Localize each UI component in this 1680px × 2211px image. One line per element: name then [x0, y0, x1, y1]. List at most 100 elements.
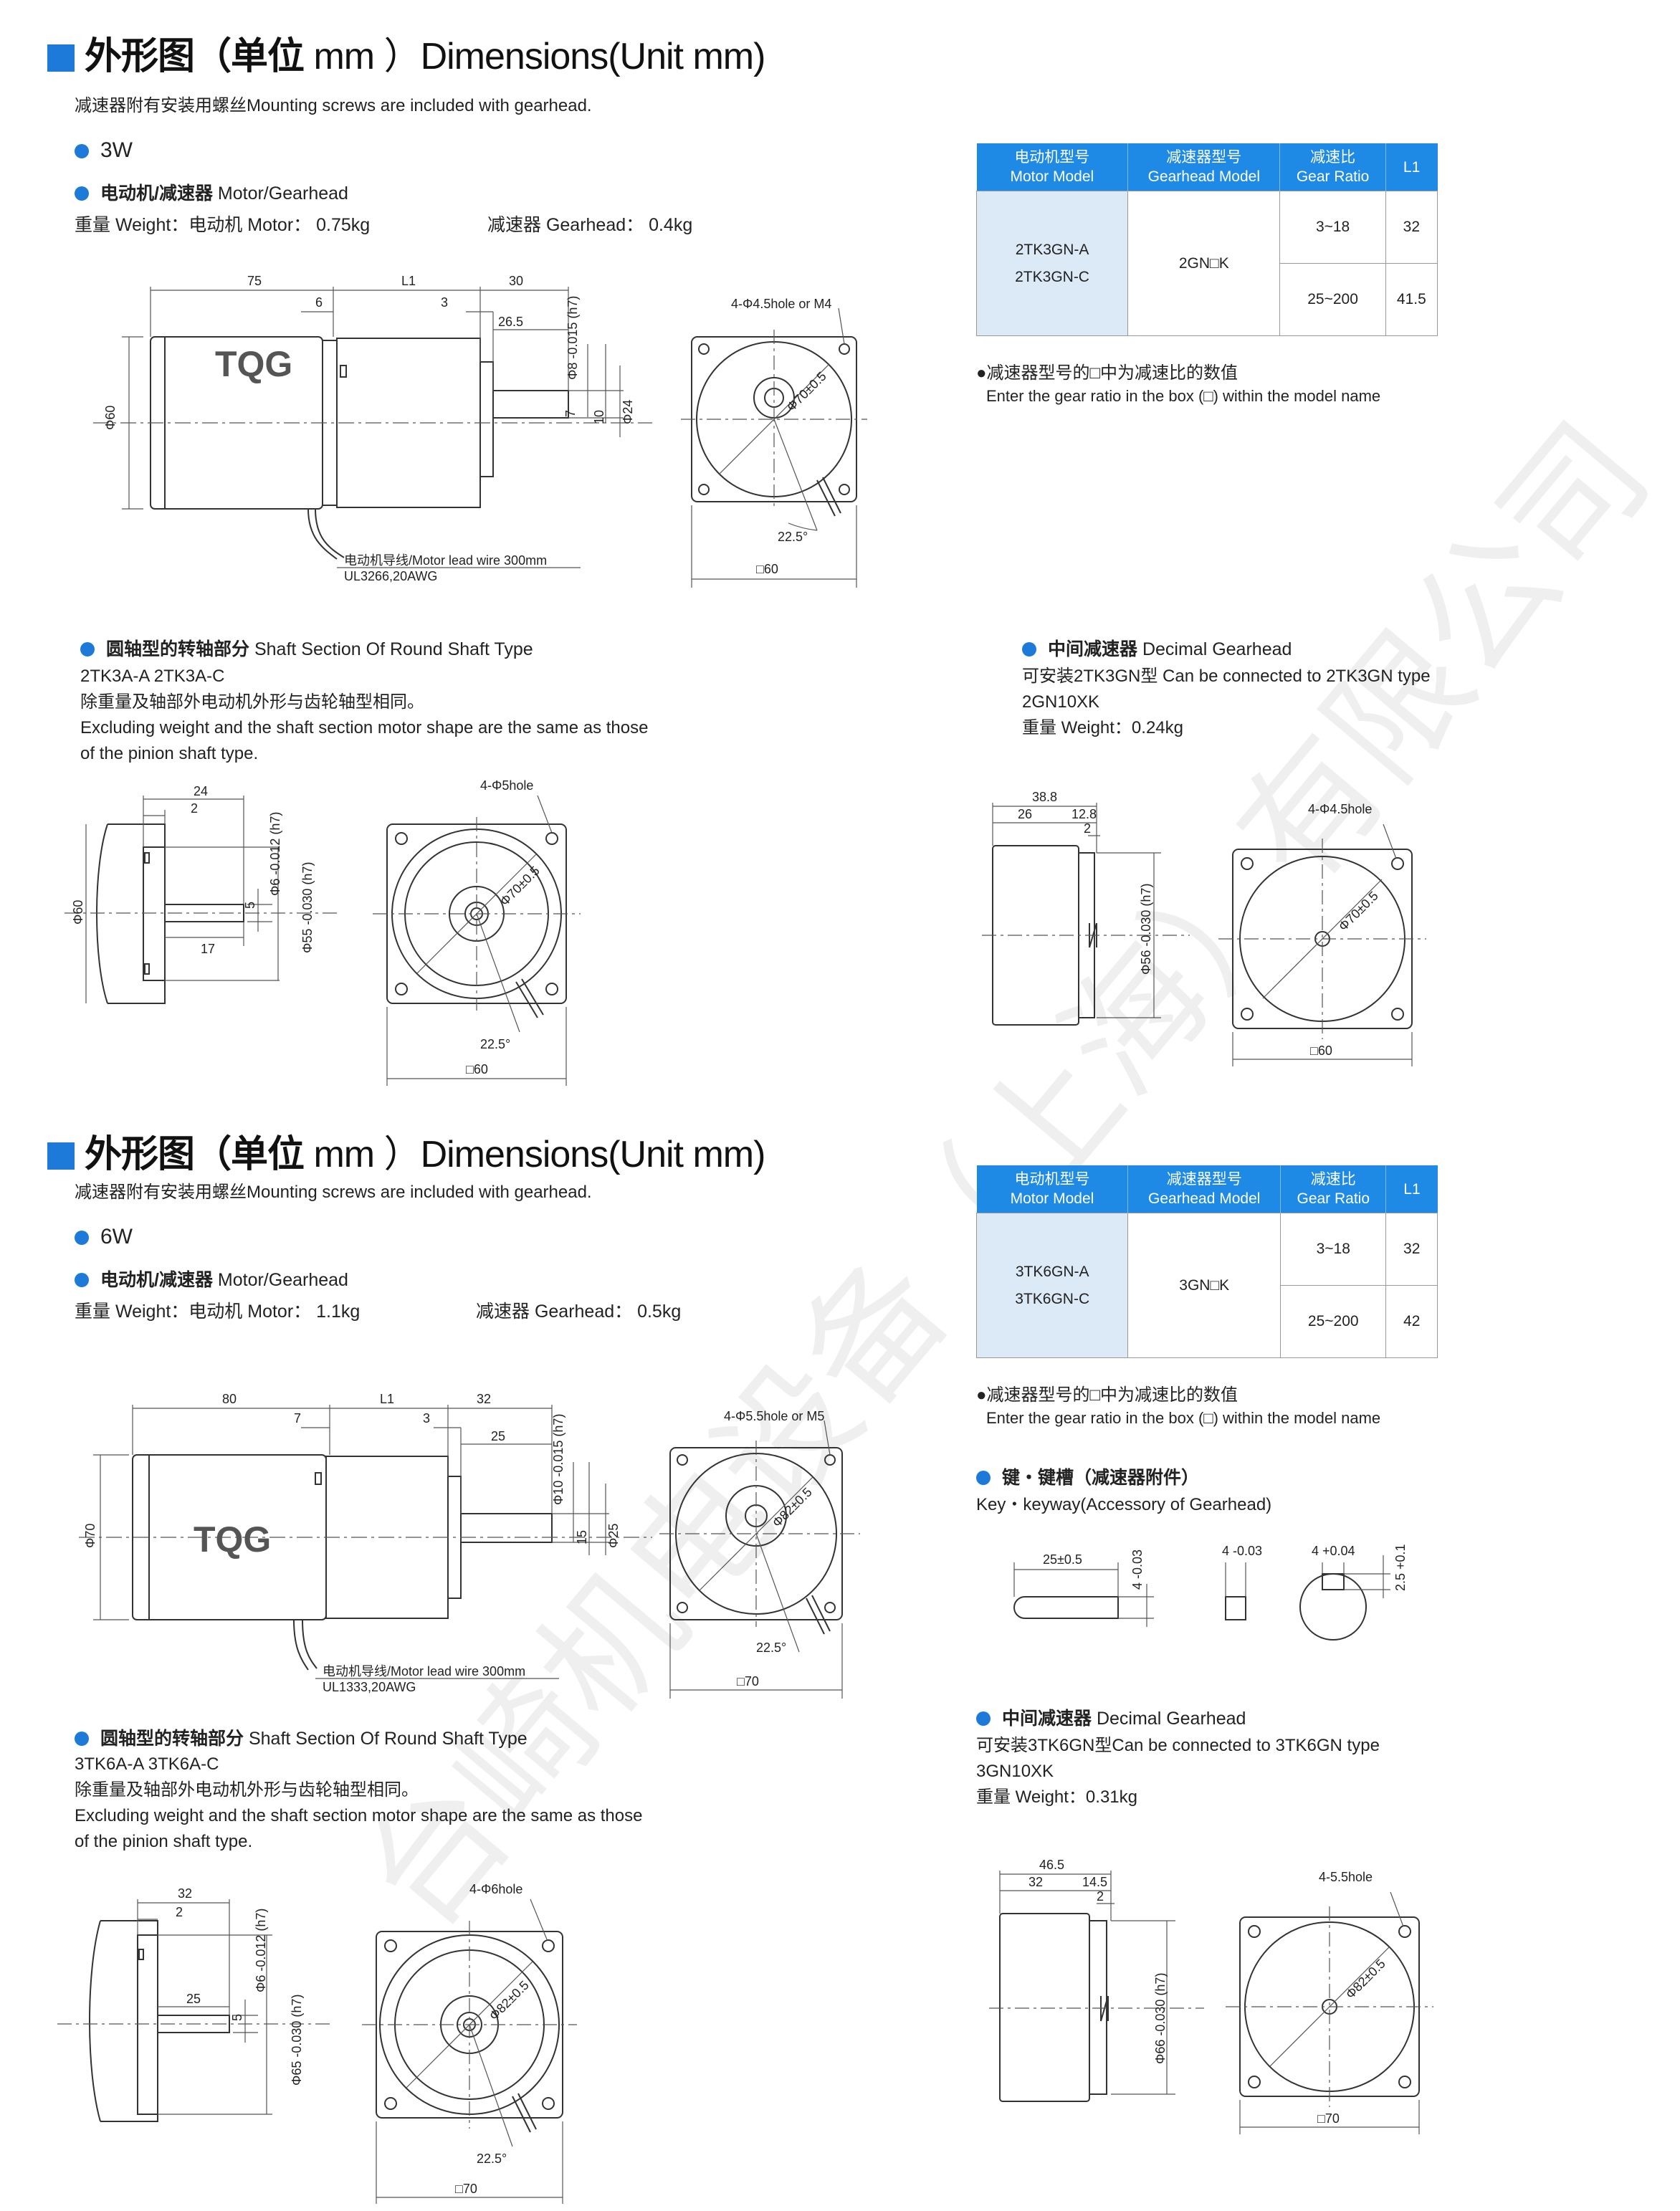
- dim-32: 32: [1028, 1875, 1043, 1889]
- dim-phi66: Φ66 -0.030 (h7): [1153, 1973, 1168, 2064]
- dim-2: 2: [191, 801, 198, 816]
- dim-5: 5: [230, 2014, 244, 2021]
- power-label: 3W: [75, 138, 133, 163]
- dim-3: 3: [423, 1411, 430, 1426]
- key-title-en: Key・keyway(Accessory of Gearhead): [976, 1495, 1272, 1514]
- keyway-depth: 2.5 +0.1: [1393, 1544, 1408, 1591]
- key-height: 4 -0.03: [1130, 1549, 1145, 1590]
- dim-l1: L1: [380, 1392, 394, 1406]
- angle-label: 22.5°: [477, 2152, 507, 2166]
- dim-phi10: Φ10 -0.015 (h7): [551, 1414, 565, 1505]
- dim-phi8: Φ8 -0.015 (h7): [565, 296, 580, 380]
- cell-gearhead-model: 2GN□K: [1127, 191, 1281, 336]
- dim-25: 25: [186, 1992, 201, 2006]
- decimal-gearhead-title: 中间减速器 Decimal Gearhead: [1022, 636, 1292, 662]
- dim-30: 30: [509, 274, 523, 288]
- angle-label: 22.5°: [480, 1037, 510, 1051]
- decimal-connect: 可安装3TK6GN型Can be connected to 3TK6GN typ…: [976, 1736, 1380, 1755]
- dim-15: 15: [575, 1530, 589, 1544]
- bullet-icon: [75, 1732, 89, 1746]
- dim-17: 17: [201, 942, 215, 956]
- round-shaft-desc-cn: 除重量及轴部外电动机外形与齿轮轴型相同。: [75, 1780, 419, 1800]
- dim-32: 32: [178, 1886, 192, 1901]
- bullet-icon: [80, 642, 95, 656]
- mounting-note: 减速器附有安装用螺丝Mounting screws are included w…: [75, 96, 592, 115]
- motor-gearhead-side-drawing: TQG 75 L1 30 6 3 26.5 Φ60 Φ8 -0.015 (h7)…: [93, 274, 652, 583]
- keyway-width: 4 +0.04: [1312, 1544, 1355, 1558]
- decimal-gearhead-front-drawing-6w: 4-5.5hole Φ82±0.5 □70: [1226, 1870, 1433, 2134]
- bullet-icon: [976, 1711, 991, 1726]
- table-note-en: Enter the gear ratio in the box (□) with…: [986, 1409, 1381, 1427]
- dim-phi25: Φ25: [606, 1524, 621, 1548]
- round-shaft-side-drawing-3w: 24 2 17 5 Φ6 -0.012 (h7) Φ55 -0.030 (h7)…: [65, 784, 337, 1004]
- cell-l1: 32: [1385, 191, 1438, 264]
- cell-ratio: 3~18: [1279, 191, 1386, 264]
- decimal-model: 3GN10XK: [976, 1762, 1054, 1781]
- dim-26-5: 26.5: [498, 315, 523, 329]
- decimal-gearhead-title: 中间减速器 Decimal Gearhead: [976, 1706, 1246, 1732]
- hole-spec: 4-5.5hole: [1319, 1870, 1373, 1884]
- round-shaft-front-drawing-3w: 4-Φ5hole Φ70±0.5 22.5° □60: [373, 778, 581, 1086]
- hole-spec: 4-Φ6hole: [469, 1882, 522, 1896]
- th-l1: L1: [1385, 1165, 1438, 1213]
- dim-5: 5: [243, 902, 257, 909]
- pcd-label: Φ70±0.5: [784, 369, 829, 414]
- square-size: □70: [737, 1674, 759, 1689]
- bullet-icon: [75, 1231, 89, 1245]
- motor-gearhead-side-drawing-6w: TQG 80 L1 32 7 3 25 Φ70 Φ10 -0.015 (h7) …: [79, 1392, 652, 1694]
- round-shaft-title: 圆轴型的转轴部分 Shaft Section Of Round Shaft Ty…: [80, 636, 533, 662]
- lead-wire-label: 电动机导线/Motor lead wire 300mm: [344, 553, 547, 568]
- round-shaft-desc-en2: of the pinion shaft type.: [75, 1832, 253, 1851]
- cell-l1: 41.5: [1385, 263, 1438, 336]
- hole-spec: 4-Φ5hole: [480, 778, 533, 793]
- dim-phi55: Φ55 -0.030 (h7): [300, 862, 315, 953]
- decimal-connect: 可安装2TK3GN型 Can be connected to 2TK3GN ty…: [1022, 667, 1431, 686]
- round-shaft-desc-en1: Excluding weight and the shaft section m…: [75, 1806, 643, 1825]
- lead-wire-label: 电动机导线/Motor lead wire 300mm: [323, 1664, 525, 1678]
- dim-2: 2: [176, 1905, 183, 1919]
- cell-ratio: 3~18: [1280, 1213, 1387, 1286]
- dim-phi60: Φ60: [71, 900, 85, 925]
- bullet-icon: [75, 186, 89, 201]
- round-shaft-models: 3TK6A-A 3TK6A-C: [75, 1754, 219, 1774]
- section2-header: 外形图（单位 mm ）Dimensions(Unit mm): [47, 1124, 765, 1178]
- pcd-label: Φ70±0.5: [1336, 889, 1381, 934]
- dim-32: 32: [477, 1392, 491, 1406]
- pcd-label: Φ82±0.5: [1343, 1957, 1388, 2002]
- angle-label: 22.5°: [778, 530, 808, 544]
- dim-12-8: 12.8: [1072, 807, 1097, 821]
- decimal-weight: 重量 Weight：0.24kg: [1022, 718, 1183, 737]
- round-shaft-models: 2TK3A-A 2TK3A-C: [80, 667, 225, 686]
- key-keyway-drawing: 25±0.5 4 -0.03 4 -0.03 4 +0.04 2.5 +0.1: [1013, 1544, 1408, 1641]
- square-size: □70: [455, 2182, 477, 2196]
- section1-header: 外形图（单位 mm ）Dimensions(Unit mm): [47, 26, 765, 80]
- hole-spec: 4-Φ5.5hole or M5: [724, 1409, 824, 1423]
- round-shaft-desc-en1: Excluding weight and the shaft section m…: [80, 718, 649, 737]
- dim-24: 24: [194, 784, 208, 798]
- bullet-icon: [976, 1471, 991, 1485]
- table-note-cn: ●减速器型号的□中为减速比的数值: [976, 1385, 1238, 1405]
- dim-2: 2: [1084, 821, 1091, 836]
- weight-gearhead: 减速器 Gearhead： 0.5kg: [476, 1302, 682, 1322]
- dim-26: 26: [1018, 807, 1032, 821]
- header-square-icon: [47, 44, 75, 72]
- dim-80: 80: [222, 1392, 237, 1406]
- angle-label: 22.5°: [756, 1641, 786, 1655]
- lead-wire-spec: UL3266,20AWG: [344, 569, 437, 583]
- round-shaft-desc-cn: 除重量及轴部外电动机外形与齿轮轴型相同。: [80, 692, 424, 712]
- table-note-en: Enter the gear ratio in the box (□) with…: [986, 387, 1381, 405]
- dim-phi6: Φ6 -0.012 (h7): [268, 812, 282, 896]
- dim-phi6: Φ6 -0.012 (h7): [254, 1909, 268, 1992]
- table-note-cn: ●减速器型号的□中为减速比的数值: [976, 363, 1238, 383]
- dim-25: 25: [491, 1429, 505, 1443]
- key-length: 25±0.5: [1043, 1552, 1082, 1567]
- dim-phi65: Φ65 -0.030 (h7): [290, 1995, 304, 2086]
- square-size: □70: [1317, 2111, 1340, 2126]
- tqg-logo: TQG: [194, 1519, 271, 1560]
- th-l1: L1: [1385, 143, 1438, 191]
